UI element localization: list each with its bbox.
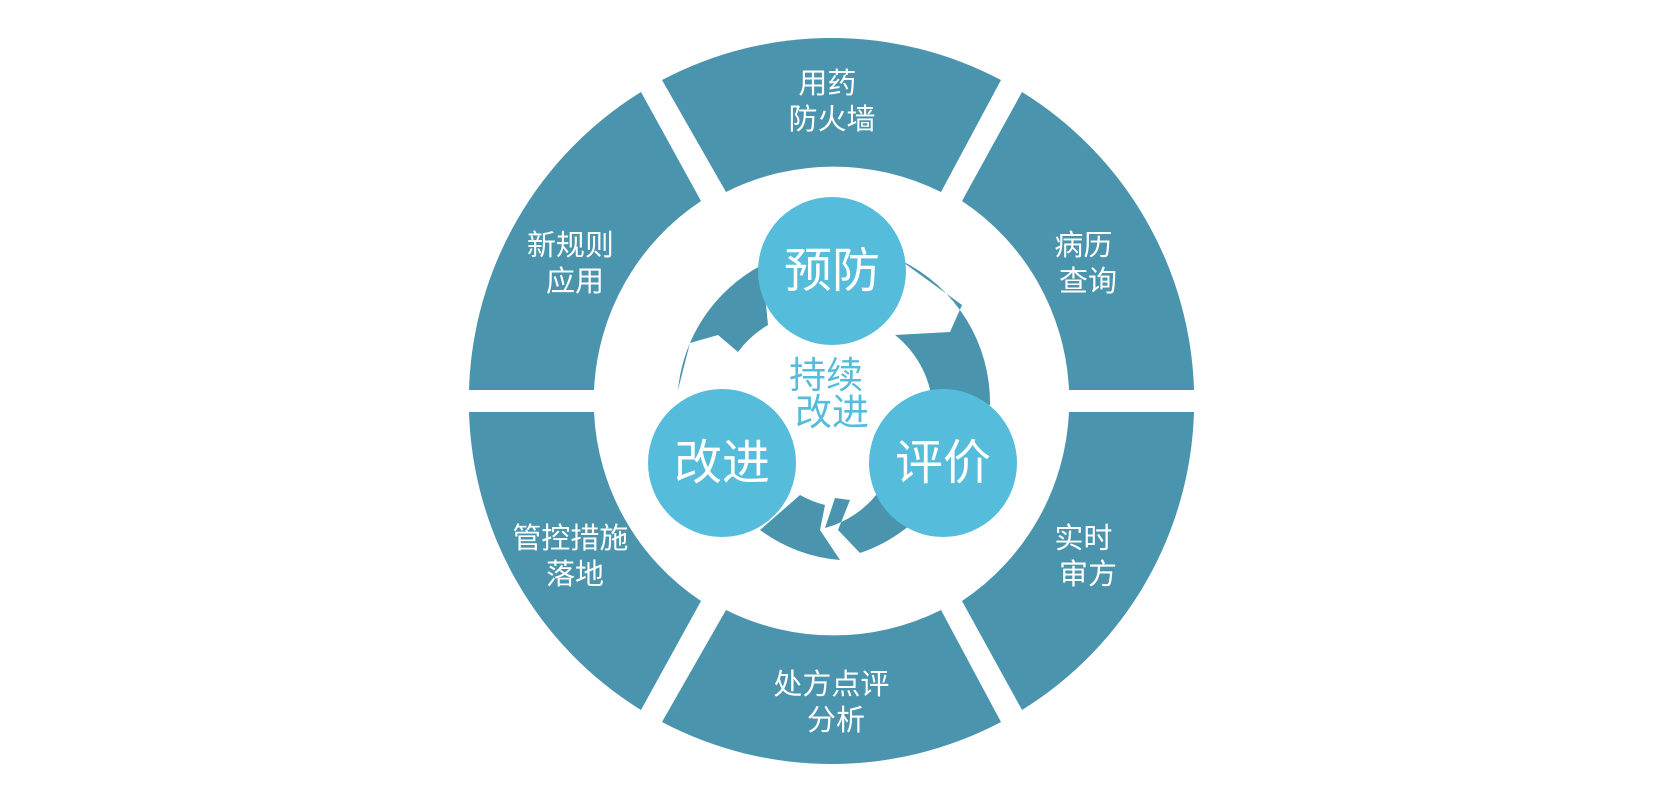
cycle-arrow-evaluate-to-improve-tail xyxy=(760,495,840,560)
outer-ring xyxy=(469,37,1194,765)
segment-upper-left xyxy=(469,92,701,390)
segment-bottom-label: 处方点评 分析 xyxy=(773,667,898,737)
segment-bottom xyxy=(662,610,1001,765)
node-improve xyxy=(648,389,796,537)
segment-lower-left-label: 管控措施 落地 xyxy=(512,521,637,591)
cycle-nodes: 预防 评价 改进 xyxy=(648,197,1017,537)
node-evaluate xyxy=(869,389,1017,537)
center-label: 持续 改进 xyxy=(789,354,875,434)
segment-lower-right-label: 实时 审方 xyxy=(1054,521,1121,591)
cycle-arrow-prevent-to-evaluate xyxy=(895,260,991,405)
segment-upper-left-label: 新规则 应用 xyxy=(527,228,623,298)
node-prevent xyxy=(758,197,906,345)
outer-labels: 用药 防火墙 病历 查询 实时 审方 处方点评 分析 管控措施 落地 新规则 应… xyxy=(512,66,1121,737)
segment-upper-right-label: 病历 查询 xyxy=(1054,228,1121,298)
segment-lower-left xyxy=(469,412,701,710)
node-improve-label: 改进 xyxy=(674,435,770,491)
node-evaluate-label: 评价 xyxy=(895,435,991,491)
node-prevent-label: 预防 xyxy=(784,243,880,299)
cycle-arrow-improve-to-prevent xyxy=(678,265,768,390)
segment-upper-right xyxy=(962,92,1194,390)
segment-lower-right xyxy=(962,412,1194,710)
segment-top xyxy=(662,37,1001,192)
segment-top-label: 用药 防火墙 xyxy=(788,66,875,136)
